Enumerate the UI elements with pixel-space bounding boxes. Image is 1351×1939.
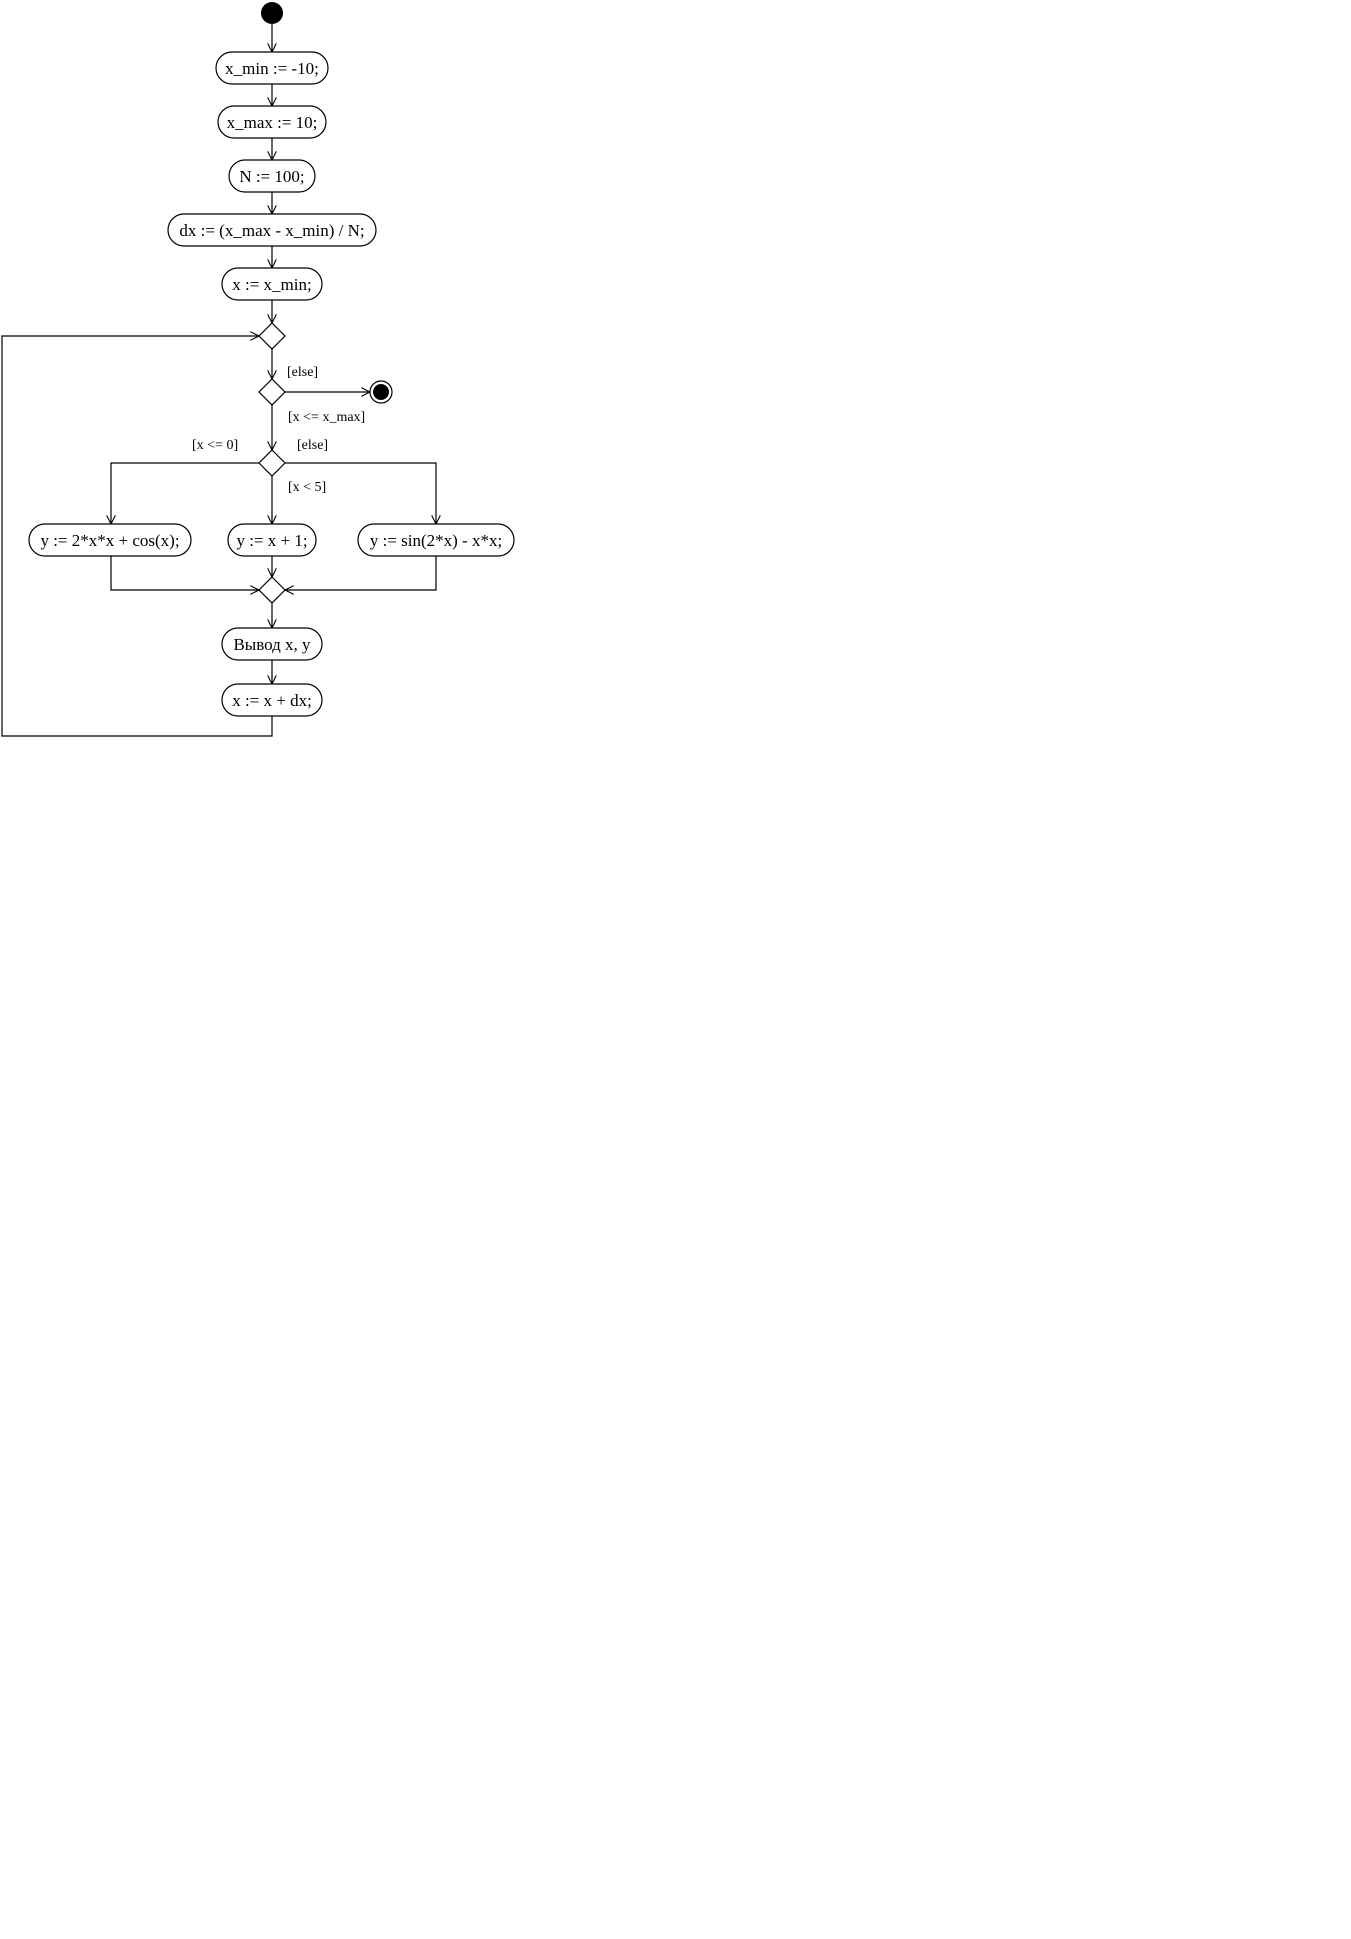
flow-branch-to-yelse xyxy=(285,462,436,524)
initial-node xyxy=(261,2,283,24)
action-yneg xyxy=(28,523,192,557)
loop-decision-node xyxy=(258,378,286,406)
action-xinit-label: x := x_min; xyxy=(232,275,311,294)
guard-branch-else: [else] xyxy=(297,438,328,453)
action-yelse-label: y := sin(2*x) - x*x; xyxy=(370,531,502,550)
flow-loop-back xyxy=(1,336,273,737)
action-xinc-label: x := x + dx; xyxy=(232,691,312,710)
action-dx-label: dx := (x_max - x_min) / N; xyxy=(179,221,364,240)
action-output-label: Вывод x, y xyxy=(233,635,311,654)
flow-yneg-to-merge xyxy=(110,556,259,590)
loop-merge-node xyxy=(258,322,286,350)
flow-branch-to-yneg xyxy=(111,462,259,524)
action-ymid-label: y := x + 1; xyxy=(236,531,307,550)
guard-loop-cond: [x <= x_max] xyxy=(288,410,365,425)
action-xmax-label: x_max := 10; xyxy=(227,113,318,132)
branch-decision-node xyxy=(258,449,286,477)
guard-loop-else: [else] xyxy=(287,365,318,380)
branch-merge-node xyxy=(258,576,286,604)
action-xmin-label: x_min := -10; xyxy=(225,59,319,78)
action-n-label: N := 100; xyxy=(239,167,304,186)
flow-yelse-to-merge xyxy=(285,556,437,590)
guard-branch-le0: [x <= 0] xyxy=(192,438,238,453)
guard-branch-lt5: [x < 5] xyxy=(288,480,326,495)
final-node-inner xyxy=(373,384,389,400)
action-yneg-label: y := 2*x*x + cos(x); xyxy=(40,531,179,550)
